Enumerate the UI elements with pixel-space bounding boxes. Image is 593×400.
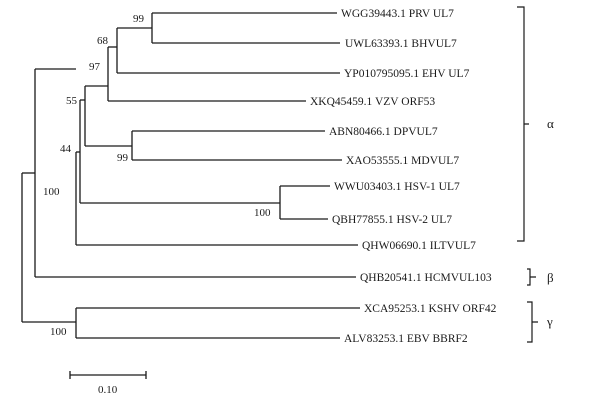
bootstrap-values: 99 68 97 99 55 100 44 100 100	[43, 13, 271, 338]
support-value: 99	[133, 13, 145, 25]
clade-brackets: α β γ	[517, 6, 554, 343]
gamma-bracket	[527, 301, 538, 343]
support-value: 44	[60, 143, 72, 155]
support-value: 100	[43, 186, 60, 198]
gamma-clade-label: γ	[546, 314, 553, 329]
taxon-label: WWU03403.1 HSV-1 UL7	[334, 181, 460, 193]
taxon-label: ALV83253.1 EBV BBRF2	[344, 333, 468, 345]
taxon-label: WGG39443.1 PRV UL7	[341, 8, 454, 20]
alpha-clade-label: α	[547, 116, 554, 131]
taxon-label: YP010795095.1 EHV UL7	[344, 68, 470, 80]
taxon-label: XCA95253.1 KSHV ORF42	[364, 303, 497, 315]
taxon-label: XKQ45459.1 VZV ORF53	[310, 96, 435, 108]
support-value: 68	[97, 35, 109, 47]
alpha-bracket	[517, 6, 529, 242]
support-value: 55	[66, 95, 78, 107]
taxon-label: UWL63393.1 BHVUL7	[345, 38, 457, 50]
scale-bar-line	[69, 371, 147, 379]
support-value: 100	[50, 326, 67, 338]
tree-branches	[21, 12, 360, 339]
support-value: 99	[117, 152, 129, 164]
scale-bar: 0.10	[69, 371, 147, 396]
beta-bracket	[527, 268, 536, 286]
scale-bar-label: 0.10	[98, 384, 118, 396]
taxon-label: QHW06690.1 ILTVUL7	[362, 240, 476, 252]
taxon-label: QHB20541.1 HCMVUL103	[360, 272, 492, 284]
support-value: 97	[89, 61, 101, 73]
taxon-label: ABN80466.1 DPVUL7	[329, 126, 438, 138]
beta-clade-label: β	[547, 270, 554, 285]
taxon-label: QBH77855.1 HSV-2 UL7	[332, 214, 452, 226]
taxon-labels: WGG39443.1 PRV UL7 UWL63393.1 BHVUL7 YP0…	[310, 8, 497, 345]
taxon-label: XAO53555.1 MDVUL7	[346, 155, 459, 167]
support-value: 100	[254, 207, 271, 219]
